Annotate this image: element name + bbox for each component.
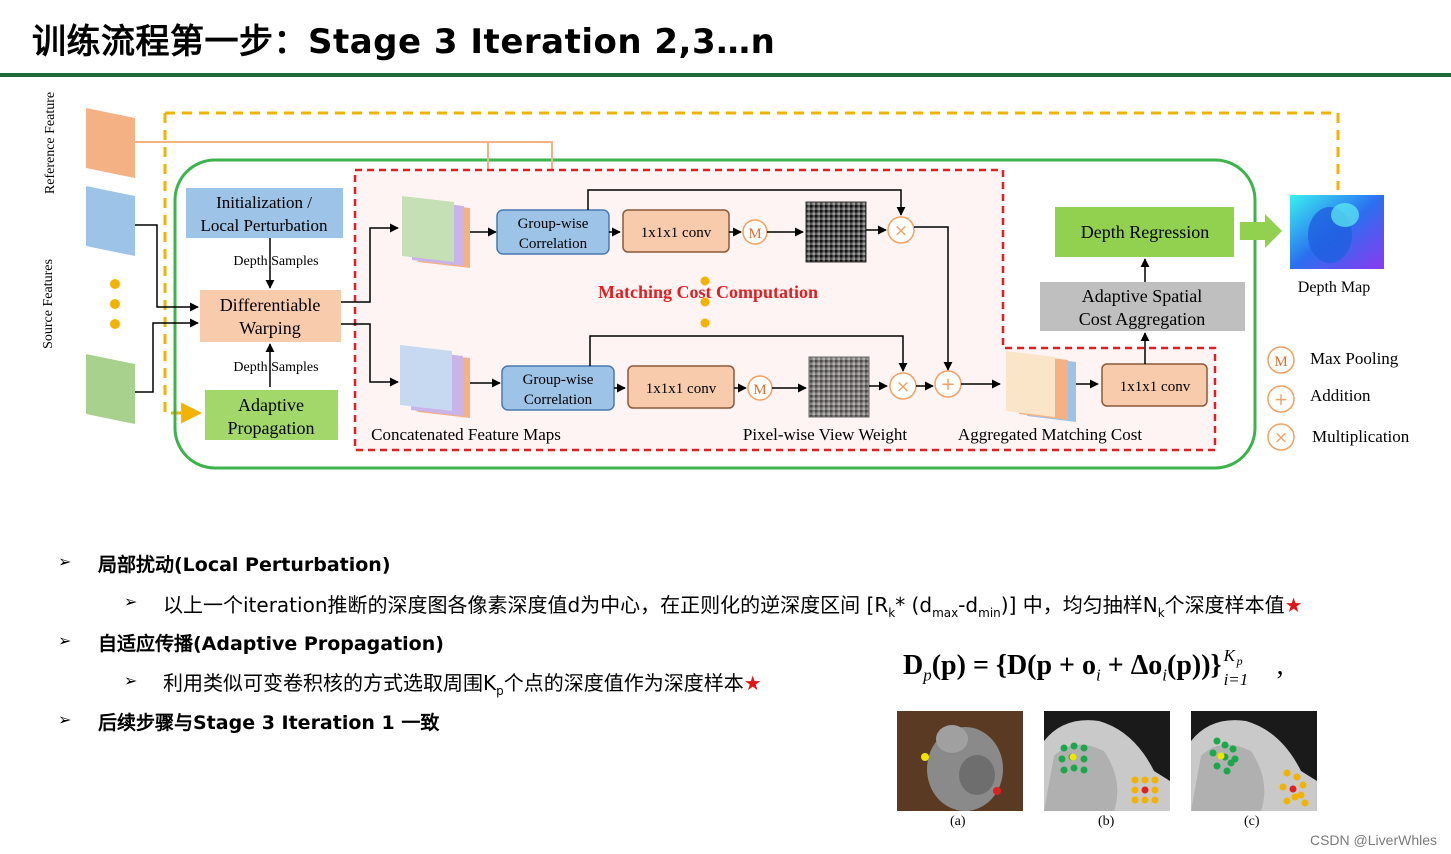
svg-text:Concatenated Feature Maps: Concatenated Feature Maps — [371, 425, 561, 444]
watermark: CSDN @LiverWhles — [1309, 832, 1437, 848]
svg-text:Max Pooling: Max Pooling — [1310, 349, 1399, 368]
svg-text:Cost Aggregation: Cost Aggregation — [1079, 309, 1206, 329]
svg-text:M: M — [1274, 354, 1287, 370]
svg-text:M: M — [748, 226, 761, 242]
svg-text:Correlation: Correlation — [519, 236, 588, 252]
figure-b-depth — [1044, 711, 1170, 811]
svg-text:Aggregated Matching Cost: Aggregated Matching Cost — [958, 425, 1142, 444]
svg-text:Group-wise: Group-wise — [518, 216, 589, 232]
conv-2 — [627, 365, 735, 409]
svg-text:Depth Samples: Depth Samples — [233, 360, 318, 375]
sub-bullet-arrow-icon: ➢ — [124, 671, 138, 690]
figure-a-bunny — [897, 711, 1023, 811]
svg-text:Pixel-wise View Weight: Pixel-wise View Weight — [743, 425, 907, 444]
conv-3 — [1101, 363, 1208, 407]
svg-text:+: + — [1274, 390, 1288, 410]
bullet-arrow-icon: ➢ — [58, 631, 72, 650]
init-box — [186, 188, 343, 238]
bullet-list: ➢ 局部扰动(Local Perturbation) ➢ 以上一个iterati… — [0, 540, 1451, 740]
svg-text:1x1x1 conv: 1x1x1 conv — [1120, 379, 1191, 395]
svg-text:Group-wise: Group-wise — [523, 372, 594, 388]
svg-text:×: × — [896, 377, 910, 397]
svg-text:1x1x1 conv: 1x1x1 conv — [646, 381, 717, 397]
source-features-label: Source Features — [41, 259, 56, 349]
svg-text:Propagation: Propagation — [228, 418, 315, 438]
star-icon: ★ — [1284, 593, 1303, 617]
svg-text:Depth Samples: Depth Samples — [233, 254, 318, 269]
bullet-subsequent-steps: 后续步骤与Stage 3 Iteration 1 一致 — [98, 712, 440, 734]
svg-text:Matching Cost Computation: Matching Cost Computation — [598, 282, 818, 302]
figure-caption-b: (b) — [1098, 814, 1115, 829]
conv-1 — [622, 209, 730, 253]
adaptive-prop-box — [205, 390, 338, 440]
svg-text:Initialization /: Initialization / — [216, 193, 312, 212]
page-title: 训练流程第一步：Stage 3 Iteration 2,3…n — [32, 22, 776, 62]
adaptive-spatial-box — [1040, 282, 1245, 331]
svg-text:Addition: Addition — [1310, 386, 1371, 405]
svg-text:Correlation: Correlation — [524, 392, 593, 408]
sub-bullet-adaptive-propagation: 利用类似可变卷积核的方式选取周围Kp个点的深度值作为深度样本★ — [163, 671, 762, 698]
svg-text:×: × — [894, 221, 908, 241]
svg-text:Multiplication: Multiplication — [1312, 427, 1410, 446]
diff-warp-box — [200, 290, 341, 342]
figure-c-depth — [1191, 711, 1317, 811]
sub-bullet-arrow-icon: ➢ — [124, 592, 138, 611]
svg-text:Adaptive Spatial: Adaptive Spatial — [1082, 286, 1202, 306]
star-icon: ★ — [743, 671, 762, 695]
depth-regression-box — [1055, 207, 1234, 257]
svg-text:×: × — [1274, 428, 1288, 448]
bullet-adaptive-propagation: 自适应传播(Adaptive Propagation) — [98, 633, 444, 655]
bullet-local-perturbation: 局部扰动(Local Perturbation) — [98, 554, 391, 576]
svg-text:Depth Map: Depth Map — [1298, 279, 1370, 296]
source-feature-card-1 — [86, 186, 135, 256]
svg-text:Adaptive: Adaptive — [238, 395, 304, 415]
bullet-arrow-icon: ➢ — [58, 552, 72, 571]
svg-text:1x1x1 conv: 1x1x1 conv — [641, 225, 712, 241]
svg-text:Local Perturbation: Local Perturbation — [201, 216, 328, 235]
svg-text:+: + — [940, 374, 955, 395]
figure-caption-a: (a) — [950, 814, 966, 829]
stage-container — [173, 158, 1257, 470]
svg-text:Depth Regression: Depth Regression — [1081, 222, 1209, 242]
architecture-diagram: Reference Feature Source Features Initia… — [41, 92, 1410, 470]
sub-bullet-local-perturbation: 以上一个iteration推断的深度图各像素深度值d为中心，在正则化的逆深度区间… — [163, 593, 1303, 620]
title-rule — [0, 73, 1451, 77]
figure-caption-c: (c) — [1244, 814, 1260, 829]
reference-feature-label: Reference Feature — [43, 92, 58, 194]
reference-feature-card — [86, 108, 135, 178]
svg-text:Warping: Warping — [239, 318, 301, 338]
bullet-arrow-icon: ➢ — [58, 710, 72, 729]
svg-text:M: M — [753, 382, 766, 398]
source-feature-card-2 — [86, 354, 135, 424]
svg-text:Differentiable: Differentiable — [220, 295, 321, 315]
